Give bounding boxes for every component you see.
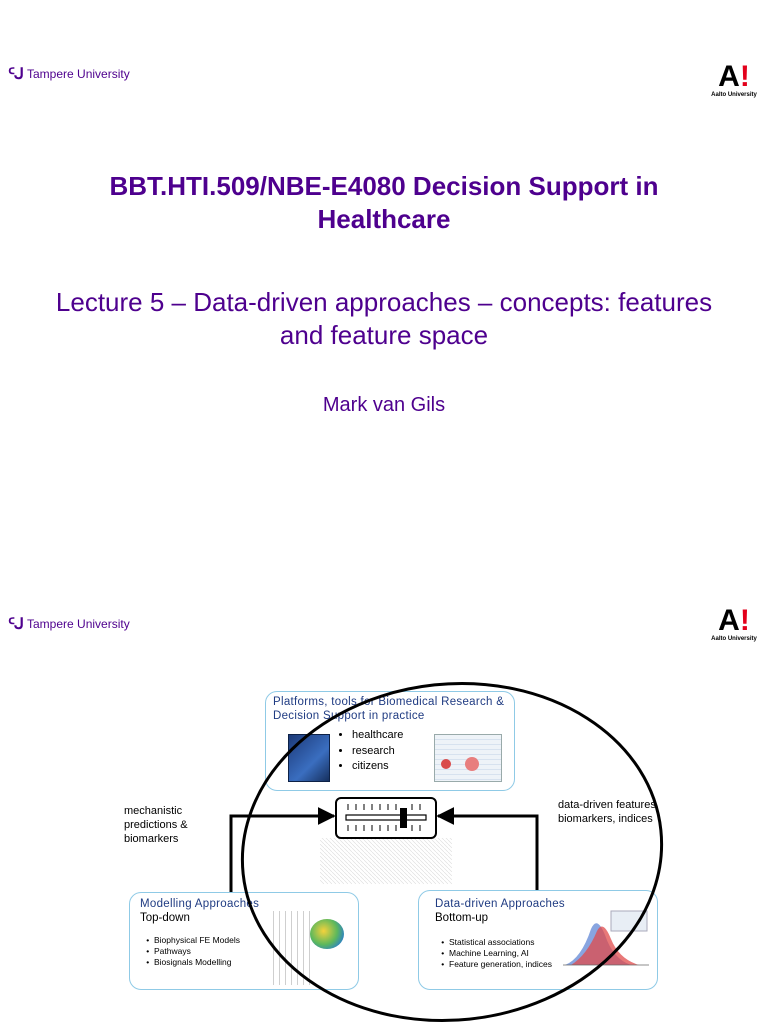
platform-heading: Platforms, tools for Biomedical Research… — [273, 696, 505, 722]
left-arrow — [229, 807, 336, 892]
tampere-logo-text: Tampere University — [27, 617, 130, 631]
datadriven-box: Data-driven Approaches Bottom-up Statist… — [418, 890, 658, 990]
aalto-logo-mark: A — [718, 60, 740, 93]
datadriven-subheading: Bottom-up — [435, 912, 489, 924]
platform-box: Platforms, tools for Biomedical Research… — [265, 691, 515, 791]
modelling-subheading: Top-down — [140, 912, 190, 924]
aalto-logo-text: Aalto University — [711, 92, 757, 98]
platform-bullets: healthcare research citizens — [336, 728, 403, 775]
right-arrow — [436, 807, 539, 890]
list-item: research — [352, 744, 403, 760]
aalto-university-logo: A! Aalto University — [710, 604, 758, 643]
list-item: Biophysical FE Models — [154, 935, 240, 946]
list-item: Machine Learning, AI — [449, 948, 552, 959]
modelling-bullets: Biophysical FE Models Pathways Biosignal… — [138, 935, 240, 968]
aalto-logo-mark: A — [718, 604, 740, 637]
software-box-image — [288, 734, 330, 782]
concept-slide: ᑦᒍ Tampere University A! Aalto Universit… — [0, 580, 768, 1024]
list-item: healthcare — [352, 728, 403, 744]
aalto-logo-text: Aalto University — [711, 636, 757, 642]
course-title: BBT.HTI.509/NBE-E4080 Decision Support i… — [109, 171, 659, 234]
title-slide: ᑦᒍ Tampere University A! Aalto Universit… — [0, 0, 768, 500]
tampere-university-logo: ᑦᒍ Tampere University — [8, 614, 130, 634]
distribution-plot-image — [563, 910, 649, 966]
mechanistic-label: mechanistic predictions & biomarkers — [124, 805, 188, 845]
datadriven-bullets: Statistical associations Machine Learnin… — [433, 937, 552, 970]
brain-model-image — [310, 919, 344, 949]
tampere-logo-text: Tampere University — [27, 67, 130, 81]
author-name: Mark van Gils — [322, 394, 446, 416]
list-item: citizens — [352, 759, 403, 775]
slider-shadow — [320, 838, 452, 884]
pathway-diagram-image — [268, 911, 312, 985]
modelling-box: Modelling Approaches Top-down Biophysica… — [129, 892, 359, 990]
aalto-logo-bang: ! — [739, 604, 750, 637]
list-item: Feature generation, indices — [449, 959, 552, 970]
tampere-logo-mark-icon: ᑦᒍ — [8, 616, 24, 633]
modelling-heading: Modelling Approaches — [140, 898, 260, 910]
slider-control-icon — [335, 797, 437, 839]
datadriven-heading: Data-driven Approaches — [435, 898, 565, 910]
list-item: Biosignals Modelling — [154, 957, 240, 968]
list-item: Statistical associations — [449, 937, 552, 948]
lecture-title: Lecture 5 – Data-driven approaches – con… — [55, 287, 713, 350]
software-screenshot-image — [434, 734, 502, 782]
tampere-university-logo: ᑦᒍ Tampere University — [8, 64, 130, 84]
datadriven-features-label: data-driven features, biomarkers, indice… — [558, 799, 659, 825]
tampere-logo-mark-icon: ᑦᒍ — [8, 66, 24, 83]
list-item: Pathways — [154, 946, 240, 957]
aalto-logo-bang: ! — [739, 60, 750, 93]
aalto-university-logo: A! Aalto University — [710, 60, 758, 99]
